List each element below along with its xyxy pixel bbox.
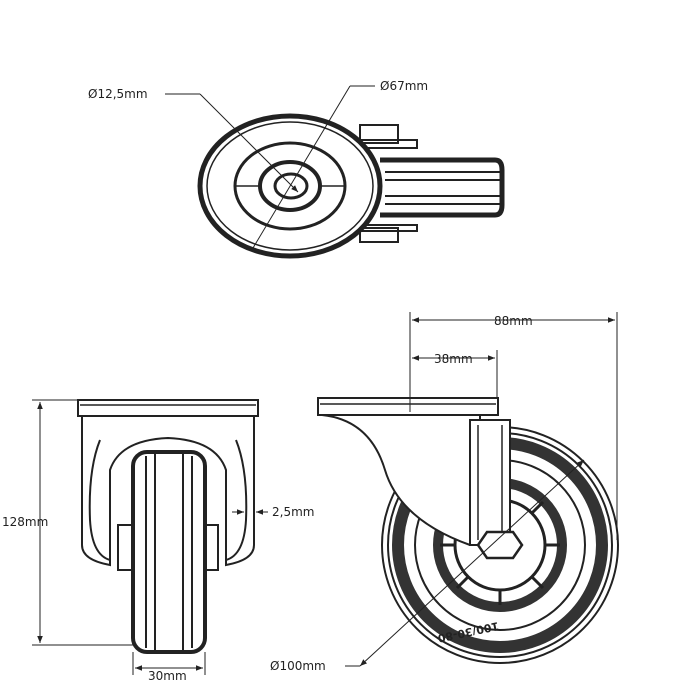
plate-diameter-dim: Ø67mm [252, 79, 428, 249]
side-view: 100/30-80 [317, 397, 619, 664]
svg-text:128mm: 128mm [2, 515, 48, 529]
gap-dim: 2,5mm [232, 505, 314, 519]
svg-text:Ø67mm: Ø67mm [380, 79, 428, 93]
svg-text:Ø12,5mm: Ø12,5mm [88, 87, 148, 101]
height-dim: 128mm [2, 399, 133, 646]
offset-38-dim: 38mm [412, 350, 498, 398]
axle-diameter-dim: Ø12,5mm [88, 87, 299, 193]
svg-text:Ø100mm: Ø100mm [270, 659, 326, 673]
svg-text:38mm: 38mm [434, 352, 473, 366]
top-view [197, 113, 505, 259]
wheel-width-dim: 30mm [132, 652, 206, 683]
offset-88-dim: 88mm [409, 312, 618, 540]
svg-text:88mm: 88mm [494, 314, 533, 328]
wheel-diameter-dim: Ø100mm [270, 459, 585, 673]
svg-text:30mm: 30mm [148, 669, 187, 683]
front-view [77, 399, 259, 654]
svg-text:2,5mm: 2,5mm [272, 505, 314, 519]
